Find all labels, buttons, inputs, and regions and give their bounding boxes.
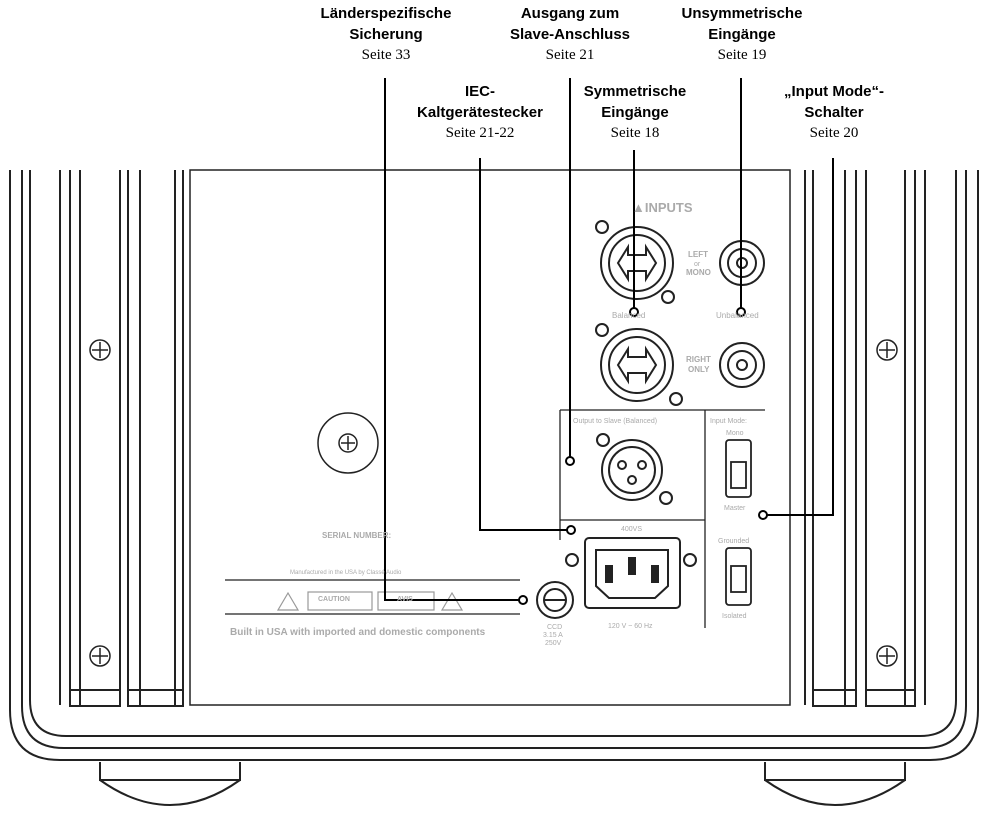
callout-iec: IEC- Kaltgerätestecker Seite 21-22 [400, 81, 560, 144]
output-to-slave-connector[interactable] [596, 433, 673, 505]
right-foot [764, 762, 906, 806]
serial-number-label: SERIAL NUMBER: [322, 531, 391, 540]
unbalanced-silkscreen: Unbalanced [716, 311, 759, 320]
callout-fuse-line2: Sicherung [349, 26, 423, 43]
callout-iec-line2: Kaltgerätestecker [417, 104, 543, 121]
callout-iec-line1: IEC- [465, 83, 495, 100]
inputs-heading: ▲INPUTS [632, 200, 693, 215]
callout-slave: Ausgang zum Slave-Anschluss Seite 21 [488, 3, 652, 66]
callout-fuse-page: Seite 33 [361, 47, 411, 63]
iec-power-inlet[interactable] [565, 537, 697, 609]
leader-input-mode [763, 158, 834, 516]
avis-label: AVIS [397, 596, 413, 603]
chassis-screws [89, 339, 898, 667]
caution-label: CAUTION [318, 596, 350, 603]
left-label-3: MONO [686, 268, 711, 277]
voltage-top-label: 400VS [621, 526, 642, 533]
callout-unbalanced-page: Seite 19 [717, 47, 767, 63]
input-mode-switch[interactable] [725, 439, 752, 498]
chassis-outline [9, 170, 979, 761]
ground-lift-switch[interactable] [725, 547, 752, 606]
grounded-silkscreen: Grounded [718, 538, 749, 545]
leader-iec [479, 158, 571, 531]
fuse-rating-2: 3.15 A [543, 632, 563, 639]
callout-slave-page: Seite 21 [545, 47, 595, 63]
balanced-input-left[interactable] [595, 220, 675, 304]
callout-fuse: Länderspezifische Sicherung Seite 33 [296, 3, 476, 66]
callout-input-mode-line2: Schalter [804, 104, 864, 121]
leader-lines [384, 78, 834, 601]
caution-triangle-right [440, 591, 464, 611]
balanced-input-right[interactable] [595, 323, 683, 406]
fuse-rating-1: CCD [547, 624, 562, 631]
right-heatsink [804, 170, 926, 707]
output-to-slave-silkscreen: Output to Slave (Balanced) [573, 418, 657, 425]
right-label-1: RIGHT [686, 355, 711, 364]
callout-iec-page: Seite 21-22 [445, 125, 515, 141]
callout-unbalanced-line2: Eingänge [708, 26, 776, 43]
callout-balanced-page: Seite 18 [610, 125, 660, 141]
callout-balanced-line1: Symmetrische [583, 83, 687, 100]
voltage-bottom-label: 120 V ~ 60 Hz [608, 623, 653, 630]
callout-unbalanced-line1: Unsymmetrische [681, 5, 803, 22]
callout-input-mode-line1: „Input Mode“- [784, 83, 884, 100]
leader-endpoints [518, 307, 768, 605]
master-silkscreen: Master [724, 505, 746, 512]
balanced-silkscreen: Balanced [612, 311, 645, 320]
left-label-2: or [694, 261, 701, 268]
leader-fuse [384, 78, 523, 601]
fuse-holder[interactable] [536, 581, 574, 619]
mono-silkscreen: Mono [726, 430, 744, 437]
input-mode-silkscreen: Input Mode: [710, 418, 747, 425]
callout-balanced: Symmetrische Eingänge Seite 18 [560, 81, 710, 144]
callout-input-mode-page: Seite 20 [809, 125, 859, 141]
callout-fuse-line1: Länderspezifische [320, 5, 452, 22]
manufacturer-note: Manufactured in the USA by Classé Audio [290, 570, 402, 576]
isolated-silkscreen: Isolated [722, 613, 747, 620]
central-panel [189, 169, 791, 706]
callout-balanced-line2: Eingänge [601, 104, 669, 121]
callout-input-mode: „Input Mode“- Schalter Seite 20 [764, 81, 904, 144]
left-foot [99, 762, 241, 806]
callout-slave-line1: Ausgang zum [520, 5, 620, 22]
left-label-1: LEFT [688, 250, 708, 259]
unbalanced-input-right[interactable] [719, 342, 765, 388]
built-in-usa-label: Built in USA with imported and domestic … [230, 627, 486, 638]
left-heatsink [59, 170, 184, 707]
callout-slave-line2: Slave-Anschluss [509, 26, 631, 43]
caution-triangle-left [276, 591, 300, 611]
fuse-rating-3: 250V [545, 640, 562, 647]
callout-unbalanced: Unsymmetrische Eingänge Seite 19 [660, 3, 824, 66]
right-label-2: ONLY [688, 365, 710, 374]
